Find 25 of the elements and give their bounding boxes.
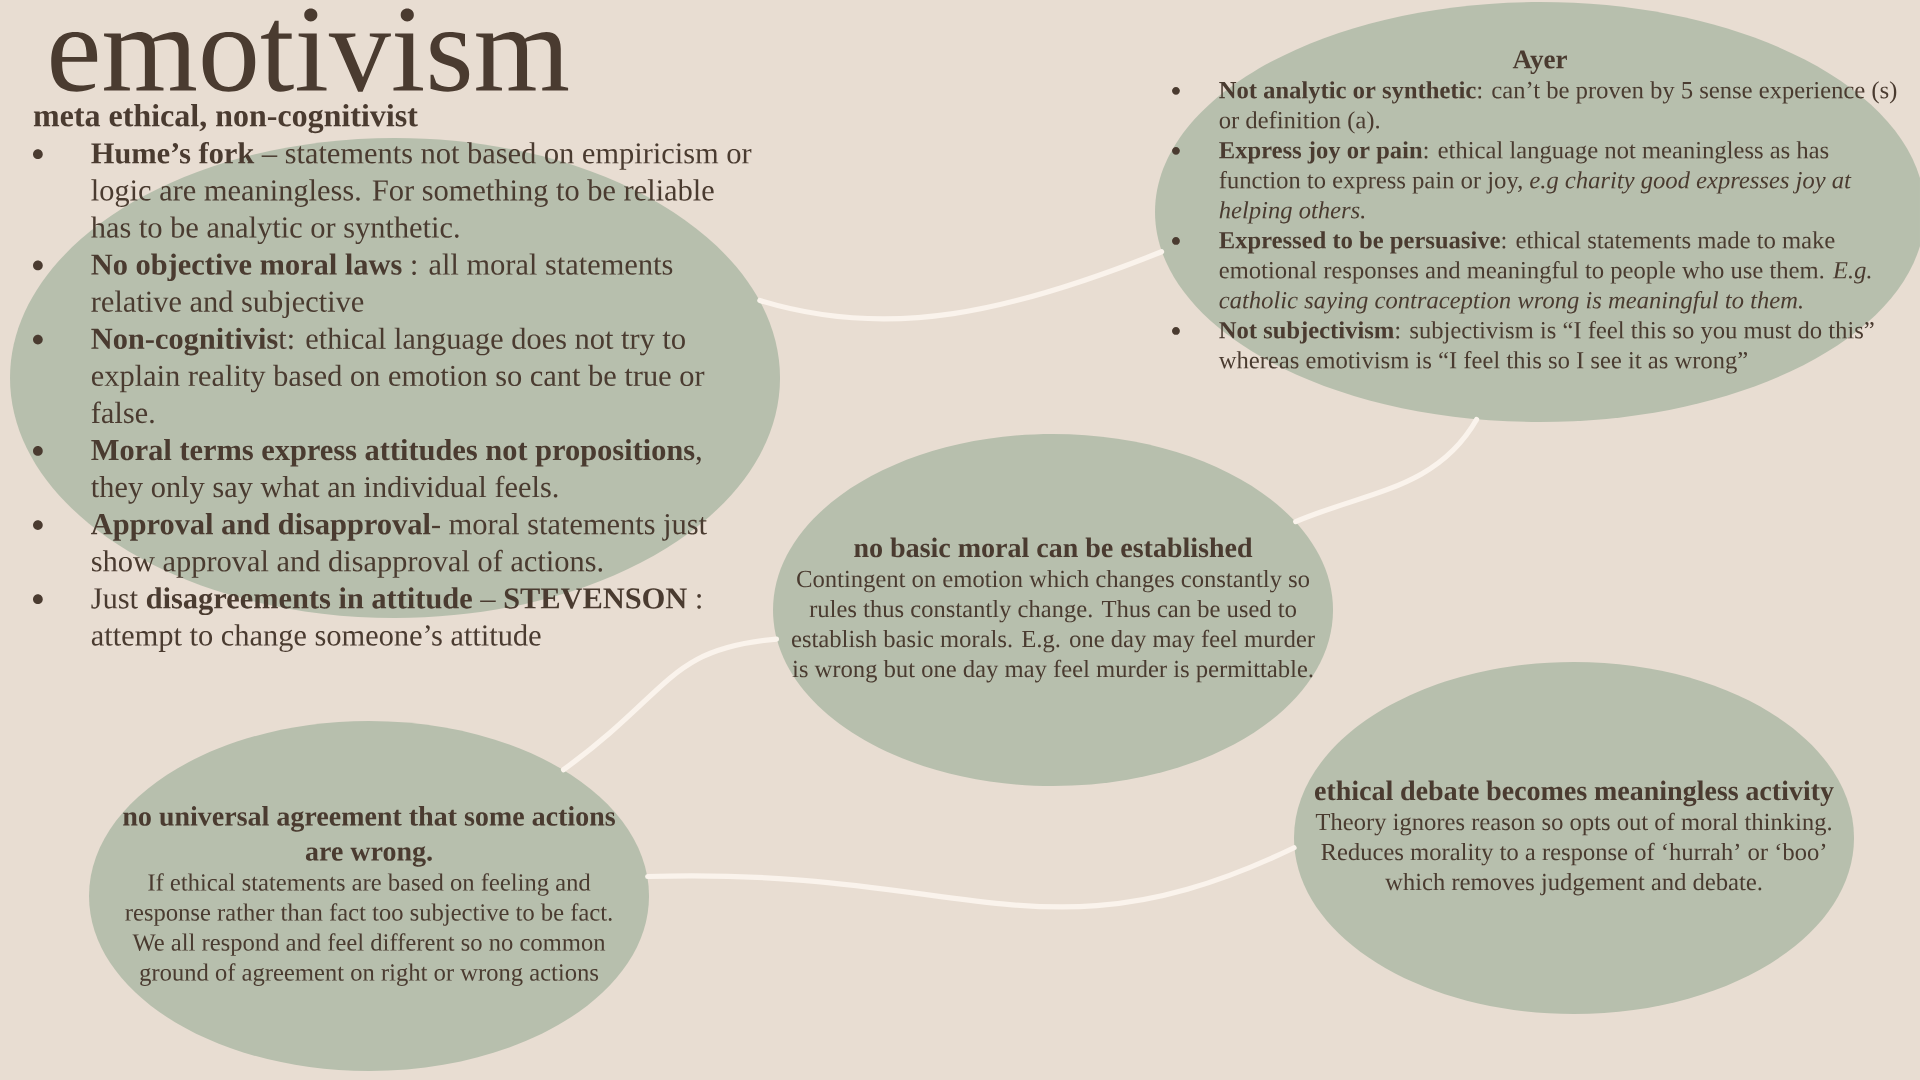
bullet-item: Moral terms express attitudes not propositions, they only say what an individual feels. bbox=[33, 438, 701, 504]
blob bbox=[10, 104, 780, 652]
bullet-item: Non-cognitivist: ethical language does not try to explain reality based on emotion so cant be true or false. bbox=[33, 327, 705, 424]
connector-line bbox=[757, 249, 1165, 322]
blob bbox=[1155, 2, 1920, 422]
title: emotivism bbox=[51, 8, 569, 92]
body-text: Theory ignores reason so opts out of moral thinking. Reduces morality to a response of ‘hurrah’ or ‘boo’ which removes judgement and debate. bbox=[1315, 812, 1831, 896]
connector-line bbox=[560, 636, 780, 773]
bullet-item: Express joy or pain: ethical language not meaningless as has function to express pain or joy, e.g charity good expresses joy at helping others. bbox=[1172, 141, 1852, 224]
heading: meta ethical, non-cognitivist bbox=[33, 104, 418, 134]
connector-line bbox=[645, 845, 1297, 910]
bullet-item: Hume’s fork – statements not based on empiricism or logic are meaningless. For something to be reliable has to be analytic or synthetic. bbox=[33, 141, 752, 244]
heading: no universal agreement that some actions are wrong. bbox=[123, 806, 615, 867]
heading: no basic moral can be established bbox=[854, 537, 1253, 558]
bullet-item: Approval and disapproval- moral statements just show approval and disapproval of actions. bbox=[33, 513, 707, 578]
blob bbox=[89, 721, 649, 1071]
bullet-item: Not analytic or synthetic: can’t be proven by 5 sense experience (s) or definition (a). bbox=[1172, 81, 1897, 134]
heading: ethical debate becomes meaningless activity bbox=[1315, 780, 1834, 807]
body-text: Contingent on emotion which changes constantly so rules thus constantly change. Thus can be used to establish basic morals. E.g. one day may feel murder is wrong but one day may feel murder is permittable. bbox=[792, 570, 1315, 683]
body-text: If ethical statements are based on feeling and response rather than fact too subjective to be fact. We all respond and feel different so no common ground of agreement on right or wrong actions bbox=[125, 873, 612, 986]
connector-line bbox=[1293, 416, 1480, 525]
bullet-item: Not subjectivism: subjectivism is “I feel this so you must do this” whereas emotivism is “I feel this so I see it as wrong” bbox=[1172, 321, 1874, 374]
bullet-item: Expressed to be persuasive: ethical statements made to make emotional responses and meaningful to people who use them. E.g. catholic saying contraception wrong is meaningful to them. bbox=[1172, 231, 1871, 314]
heading: Ayer bbox=[1512, 50, 1567, 75]
bullet-item: Just disagreements in attitude – STEVENSON : attempt to change someone’s attitude bbox=[33, 587, 701, 652]
